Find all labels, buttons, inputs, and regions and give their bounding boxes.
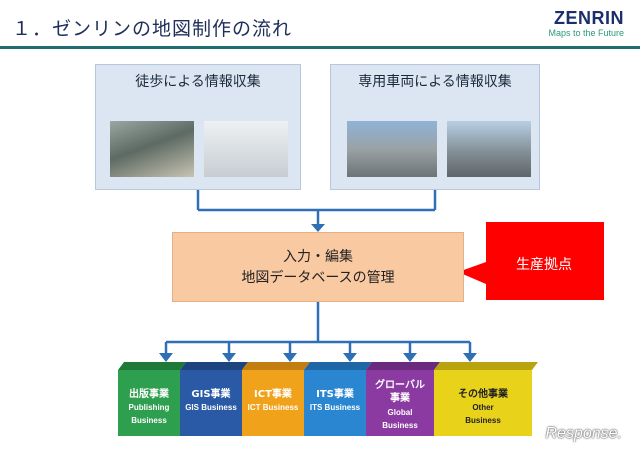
business-gis-jp: GIS事業 — [191, 389, 231, 400]
photo-survey-notes — [204, 121, 288, 177]
management-box: 入力・編集 地図データベースの管理 — [172, 232, 464, 302]
arrowhead-biz-6 — [463, 353, 477, 362]
logo-name: ZENRIN — [554, 8, 624, 28]
source-vehicle: 専用車両による情報収集 — [330, 64, 540, 190]
response-watermark: Response. — [545, 425, 623, 442]
business-other-en2: Business — [465, 416, 501, 425]
business-global-jp: グローバル事業 — [375, 380, 425, 404]
business-global: グローバル事業 Global Business — [366, 370, 434, 436]
business-other-en1: Other — [472, 403, 494, 412]
arrowhead-biz-3 — [283, 353, 297, 362]
source-walking: 徒歩による情報収集 — [95, 64, 301, 190]
arrowhead-management — [311, 224, 325, 232]
photo-survey-car-city — [447, 121, 531, 177]
business-box-tops — [118, 362, 538, 370]
business-global-en1: Global — [387, 408, 413, 417]
business-its: ITS事業 ITS Business — [304, 370, 366, 436]
source-vehicle-label: 専用車両による情報収集 — [358, 74, 512, 90]
business-ict: ICT事業 ICT Business — [242, 370, 304, 436]
business-gis-en1: GIS Business — [185, 403, 237, 412]
business-other-jp: その他事業 — [458, 389, 508, 400]
arrowhead-biz-1 — [159, 353, 173, 362]
business-global-en2: Business — [382, 421, 418, 430]
callout-label: 生産拠点 — [516, 257, 572, 273]
business-publishing-en1: Publishing — [128, 403, 170, 412]
management-line2: 地図データベースの管理 — [241, 270, 395, 286]
business-its-en1: ITS Business — [309, 403, 361, 412]
business-gis: GIS事業 GIS Business — [180, 370, 242, 436]
source-walking-label: 徒歩による情報収集 — [135, 74, 261, 90]
business-publishing-jp: 出版事業 — [129, 389, 169, 400]
photo-survey-walking — [110, 121, 194, 177]
business-its-jp: ITS事業 — [316, 389, 354, 400]
business-publishing: 出版事業 Publishing Business — [118, 370, 180, 436]
arrowhead-biz-5 — [403, 353, 417, 362]
arrowhead-biz-2 — [222, 353, 236, 362]
business-other: その他事業 Other Business — [434, 370, 532, 436]
logo-tagline: Maps to the Future — [548, 28, 624, 38]
business-publishing-en2: Business — [131, 416, 167, 425]
photo-survey-car-street — [347, 121, 437, 177]
arrowhead-biz-4 — [343, 353, 357, 362]
header-rule — [0, 46, 640, 49]
business-ict-en1: ICT Business — [247, 403, 299, 412]
business-ict-jp: ICT事業 — [254, 389, 292, 400]
zenrin-logo: ZENRIN Maps to the Future — [548, 8, 624, 38]
management-line1: 入力・編集 — [283, 249, 353, 265]
page-title: １．ゼンリンの地図制作の流れ — [12, 18, 293, 40]
